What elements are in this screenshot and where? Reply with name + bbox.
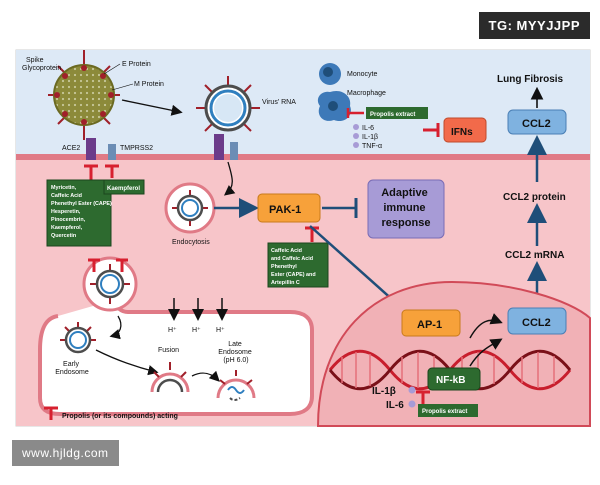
late-endosome-label: Late Endosome (pH 6.0) [218, 341, 253, 364]
legend-inhibitor-symbol [44, 406, 58, 420]
endocytosis-vesicle [164, 182, 216, 234]
cytokine-il6: IL-6 [362, 125, 374, 132]
adaptive-immune-label: Adaptive immune response [381, 187, 431, 229]
tmprss2-inhibitor-text: Kaempferol [107, 186, 140, 192]
inhibitor-nfkb-symbol [416, 390, 430, 404]
spike-label-line2: Glycoprotein [22, 65, 61, 72]
nfkb-label: NF-kB [436, 375, 465, 386]
ccl2-mrna-label: CCL2 mRNA [505, 250, 564, 261]
ace2-docked [214, 134, 224, 160]
fusion-label: Fusion [158, 347, 179, 354]
pak1-inhibitor-text: Caffeic Acid and Caffeic Acid Phenethyl … [271, 248, 317, 286]
ccl2-nucleus-label: CCL2 [522, 317, 551, 329]
nfkb-propolis-box [418, 404, 478, 417]
endosome-compartment [38, 299, 314, 416]
h-plus-2: H⁺ [192, 327, 201, 334]
ccl2-protein-label: CCL2 protein [503, 192, 566, 203]
watermark-bottom: www.hjldg.com [12, 440, 119, 466]
inhibitor-tmprss2-symbol [105, 164, 119, 178]
nucleus-il1b-dot [408, 386, 416, 394]
e-protein-label: E Protein [122, 61, 151, 68]
fusion-virus [150, 362, 190, 393]
arrow-to-fusion [95, 349, 159, 376]
inhibitor-ifns-symbol [423, 123, 440, 137]
late-endosome-vesicle [216, 370, 256, 401]
ap1-label: AP-1 [417, 319, 442, 331]
h-plus-3: H⁺ [216, 327, 225, 334]
pak1-label: PAK-1 [269, 204, 301, 216]
arrow-virus-to-receptor [121, 99, 183, 116]
nfkb-propolis-text: Propolis extract [422, 409, 467, 415]
docked-virus [196, 76, 260, 132]
cell-membrane [16, 154, 590, 160]
early-endosome-virus [60, 322, 96, 354]
arrow-nfkb-to-ccl2 [469, 338, 503, 367]
arrow-to-late-endosome [191, 370, 220, 382]
ccl2-nucleus-box [507, 307, 567, 335]
macrophage-propolis-text: Propolis extract [370, 112, 415, 118]
tmprss2-inhibitor-box [103, 179, 145, 195]
ccl2-top-label: CCL2 [522, 118, 551, 130]
ace2-receptor [86, 138, 96, 160]
cytokine-dots [353, 124, 359, 148]
arrow-to-endocytosis [223, 161, 236, 196]
m-protein-label: M Protein [134, 81, 164, 88]
ap1-box [401, 309, 461, 337]
nucleus-il6-dot [408, 400, 416, 408]
legend-text: Propolis (or its compounds) acting [62, 413, 178, 420]
nucleus-il6-label: IL-6 [386, 400, 404, 411]
ace2-label: ACE2 [62, 145, 80, 152]
ifns-label: IFNs [451, 127, 473, 138]
cytokine-il1b: IL-1β [362, 134, 378, 141]
cytokine-tnfa: TNF-α [362, 143, 382, 150]
tmprss2-receptor [108, 144, 116, 160]
macrophage-label: Macrophage [347, 90, 386, 97]
pak1-inhibitor-box [267, 242, 329, 288]
inhibitor-endosome-symbol-2 [116, 258, 128, 272]
adaptive-immune-box [367, 179, 445, 239]
lung-fibrosis-label: Lung Fibrosis [497, 74, 564, 85]
endocytosis-label: Endocytosis [172, 239, 210, 246]
ccl2-top-box [507, 109, 567, 135]
monocyte-label: Monocyte [347, 71, 377, 78]
arrow-ap1-to-ccl2 [469, 313, 503, 339]
spike-label-line1: Spike [26, 57, 44, 64]
ace2-inhibitor-box [46, 179, 112, 247]
free-virus [48, 50, 120, 140]
proton-arrows [168, 298, 228, 321]
nfkb-box [427, 367, 481, 391]
inhibitor-macrophage-symbol [346, 108, 364, 118]
watermark-top: TG: MYYJJPP [478, 12, 590, 39]
virus-rna-label: Virus' RNA [262, 99, 296, 106]
monocyte-cell [319, 63, 341, 85]
tmprss2-label: TMPRSS2 [120, 145, 153, 152]
inhibitor-ace2-symbol [84, 164, 98, 180]
arrow-to-early-endosome [109, 315, 122, 340]
ace2-inhibitor-text: Myricetin, Caffeic Acid Phenethyl Ester … [51, 185, 113, 239]
inhibitor-endosome-symbol-1 [88, 258, 100, 272]
endosome-entry-virus [82, 256, 138, 312]
macrophage-cell [317, 90, 351, 122]
tmprss2-docked [230, 142, 238, 160]
h-plus-1: H⁺ [168, 327, 177, 334]
macrophage-propolis-box [366, 107, 428, 119]
nucleus-il1b-label: IL-1β [372, 386, 396, 397]
early-endosome-label: Early Endosome [55, 361, 89, 376]
pak1-box [257, 193, 321, 223]
ifns-box [443, 117, 487, 143]
